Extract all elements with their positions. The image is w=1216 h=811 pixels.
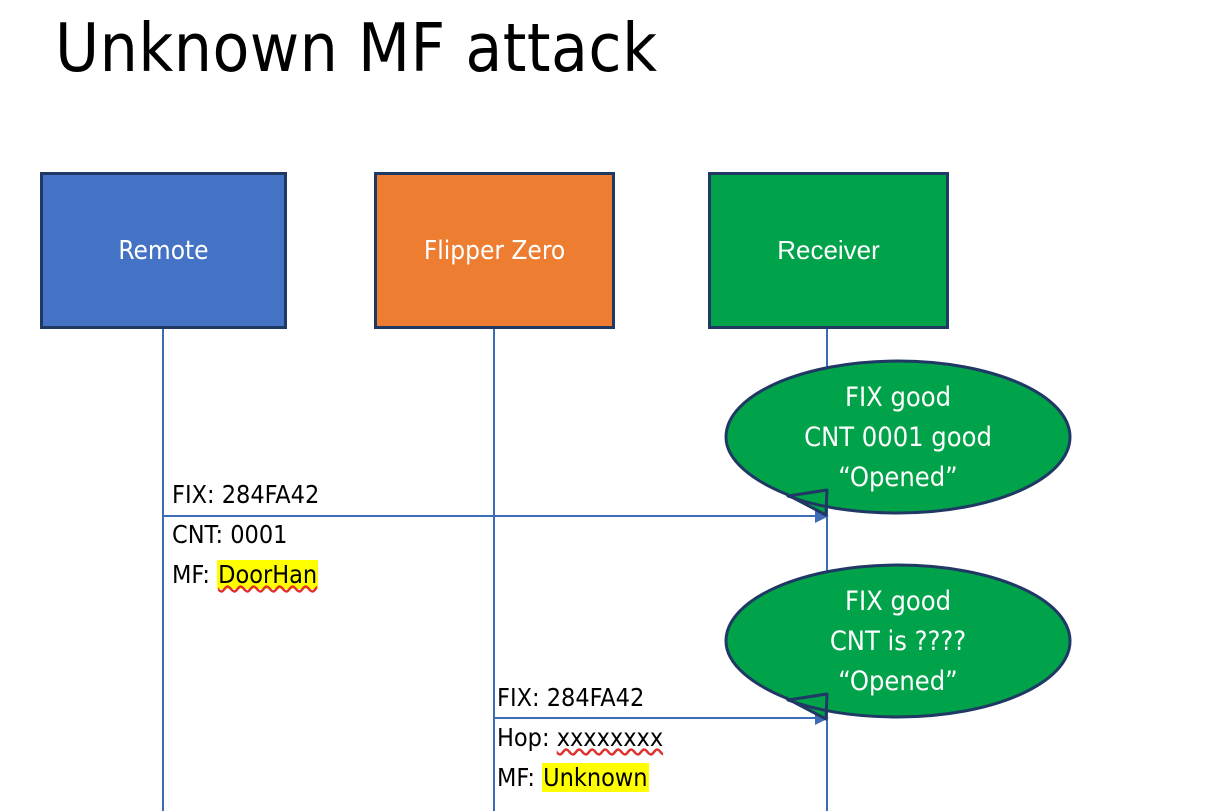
message-line-1-1: FIX: 284FA42 — [172, 475, 319, 515]
actor-label-remote: Remote — [118, 235, 209, 266]
message-line-2-1-label: FIX: — [497, 683, 547, 712]
message-line-2-3-value: Unknown — [542, 763, 649, 792]
message-line-1-3-value: DoorHan — [217, 560, 319, 589]
callout-shape-icon — [724, 359, 1072, 517]
message-label-2: FIX: 284FA42 Hop: xxxxxxxx MF: Unknown — [497, 678, 663, 798]
message-line-2-2: Hop: xxxxxxxx — [497, 718, 663, 758]
callout-bubble-1[interactable]: FIX good CNT 0001 good “Opened” — [724, 359, 1072, 517]
lifeline-remote — [162, 328, 164, 811]
message-line-1-2: CNT: 0001 — [172, 515, 319, 555]
message-line-1-1-value: 284FA42 — [221, 480, 320, 509]
message-line-2-2-value: xxxxxxxx — [556, 723, 664, 752]
message-line-2-3: MF: Unknown — [497, 758, 663, 798]
page-title: Unknown MF attack — [55, 9, 658, 87]
actor-box-flipper[interactable]: Flipper Zero — [374, 172, 615, 329]
message-line-1-3: MF: DoorHan — [172, 555, 319, 595]
message-line-1-3-label: MF: — [172, 560, 218, 589]
message-label-1: FIX: 284FA42 CNT: 0001 MF: DoorHan — [172, 475, 319, 595]
message-line-2-3-label: MF: — [497, 763, 543, 792]
actor-box-receiver[interactable]: Receiver — [708, 172, 949, 329]
message-line-2-1-value: 284FA42 — [546, 683, 645, 712]
message-line-1-2-label: CNT: — [172, 520, 231, 549]
message-line-1-2-value: 0001 — [230, 520, 288, 549]
message-line-1-1-label: FIX: — [172, 480, 222, 509]
lifeline-flipper — [493, 328, 495, 811]
message-line-2-2-label: Hop: — [497, 723, 557, 752]
callout-bubble-2[interactable]: FIX good CNT is ???? “Opened” — [724, 563, 1072, 721]
actor-box-remote[interactable]: Remote — [40, 172, 287, 329]
lifeline-receiver — [826, 328, 828, 811]
actor-label-receiver: Receiver — [777, 235, 880, 265]
message-line-2-1: FIX: 284FA42 — [497, 678, 663, 718]
actor-label-flipper: Flipper Zero — [423, 235, 566, 266]
callout-shape-icon — [724, 563, 1072, 721]
